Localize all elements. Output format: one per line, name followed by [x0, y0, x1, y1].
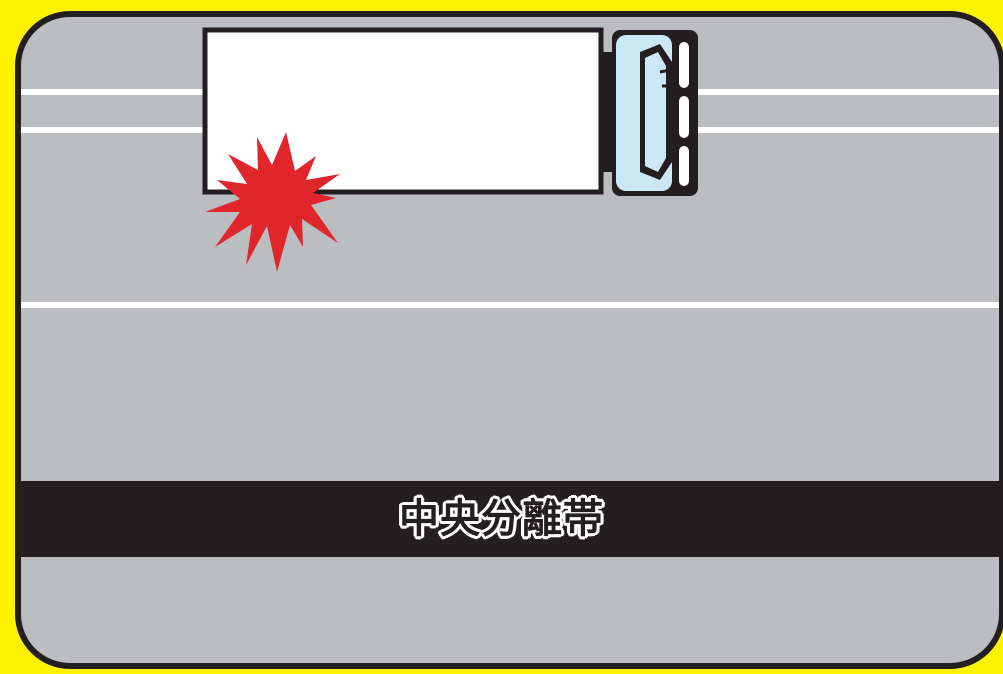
median-strip — [18, 481, 1002, 557]
truck-front-left — [679, 42, 689, 88]
truck-front-middle — [679, 96, 689, 138]
lane-line-middle — [18, 302, 1002, 308]
truck-front-right — [679, 146, 689, 186]
